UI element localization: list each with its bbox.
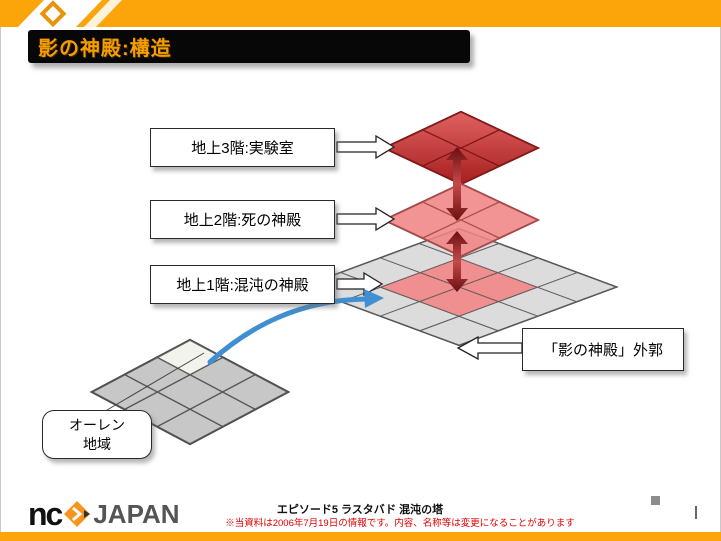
bottom-accent-bar (0, 532, 721, 541)
label-floor1: 地上1階:混沌の神殿 (150, 265, 335, 304)
header-decoration (18, 0, 122, 27)
label-floor1-text: 地上1階:混沌の神殿 (176, 277, 309, 294)
footer-episode-title: エピソード5 ラスタバド 混沌の塔 (276, 504, 444, 516)
logo-japan-text: JAPAN (93, 499, 180, 529)
label-floor3: 地上3階:実験室 (150, 128, 335, 167)
nc-logo-mark-icon (64, 501, 91, 527)
page-title-text: 影の神殿:構造 (38, 38, 172, 60)
logo-nc-text: nc (28, 496, 63, 532)
deco-diamond-icon (39, 0, 67, 27)
label-oren-area: オーレン 地域 (42, 410, 152, 459)
label-floor2: 地上2階:死の神殿 (150, 200, 335, 239)
page-title: 影の神殿:構造 (28, 30, 470, 63)
footer-disclaimer: ※当資料は2006年7月19日の情報です。内容、名称等は変更になることがあります (225, 518, 575, 529)
slide-number-placeholder (651, 496, 660, 505)
top-accent-bar (0, 0, 721, 27)
label-outer-wall: 「影の神殿」外郭 (522, 328, 684, 371)
nc-japan-logo: nc JAPAN (28, 498, 180, 530)
edge-tick-mark (695, 506, 697, 519)
label-floor3-text: 地上3階:実験室 (191, 140, 294, 157)
label-oren-line1: オーレン (69, 416, 125, 433)
blue-path-arrow (207, 296, 369, 365)
label-outer-wall-text: 「影の神殿」外郭 (542, 342, 663, 359)
deco-slash-2 (84, 0, 122, 27)
grid-floor3-lab (381, 110, 541, 186)
label-oren-line2: 地域 (83, 435, 111, 452)
label-floor2-text: 地上2階:死の神殿 (183, 212, 302, 229)
grid-floor2-death-temple (381, 182, 541, 258)
